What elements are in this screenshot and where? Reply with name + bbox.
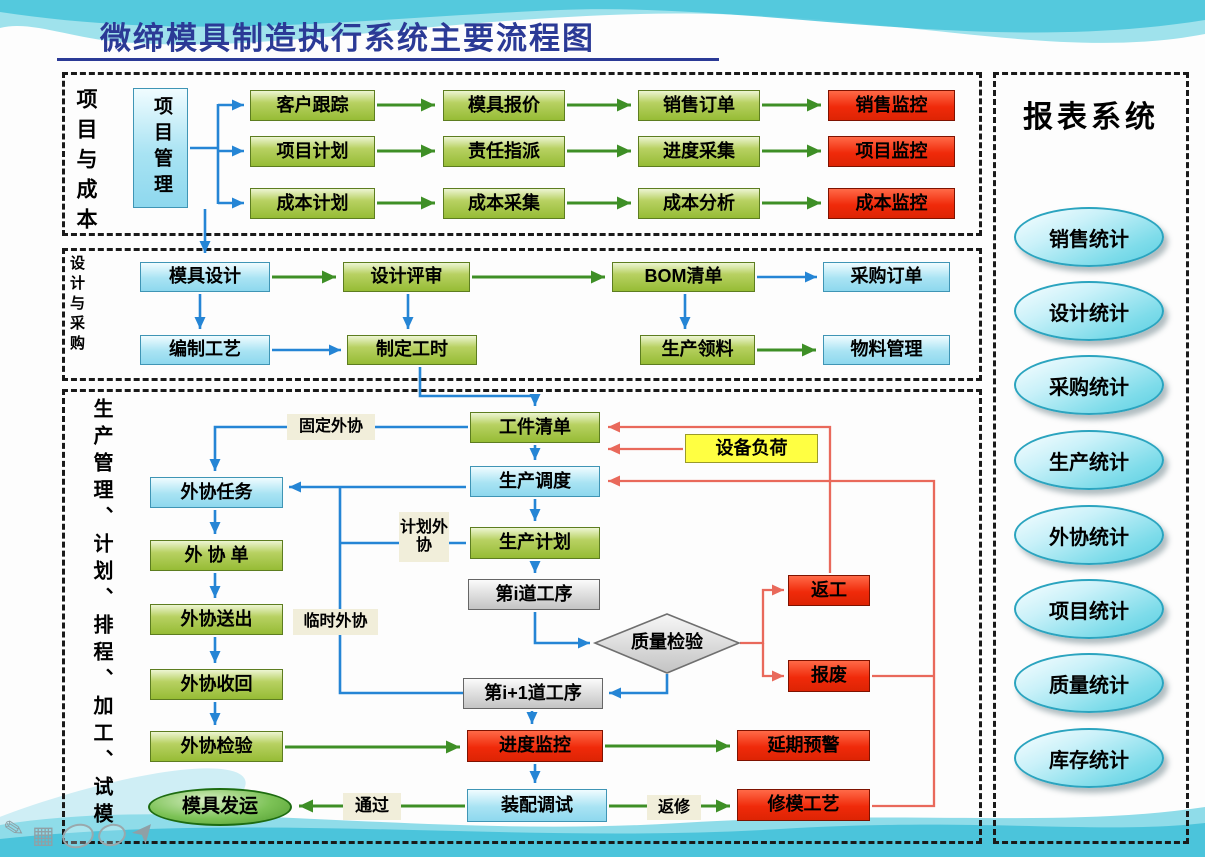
node-cost-collect: 成本采集 [443, 188, 565, 219]
node-outsource-return: 外协收回 [150, 669, 283, 700]
node-customer-tracking: 客户跟踪 [250, 90, 375, 121]
bottom-wave-decoration [0, 768, 1205, 857]
reports-title: 报表系统 [1023, 101, 1159, 134]
node-process-i-plus-1: 第i+1道工序 [463, 678, 603, 709]
page-title: 微缔模具制造执行系统主要流程图 [100, 21, 595, 56]
label-temp-outsource: 临时外协 [293, 609, 378, 635]
node-outsource-task: 外协任务 [150, 477, 283, 508]
report-project-stats: 项目统计 [1014, 579, 1164, 639]
label-fixed-outsource: 固定外协 [287, 414, 375, 440]
label-planned-outsource: 计划外协 [399, 512, 449, 562]
node-production-dispatch: 生产调度 [470, 466, 600, 497]
report-inventory-stats: 库存统计 [1014, 728, 1164, 788]
node-project-plan: 项目计划 [250, 136, 375, 167]
node-process-planning: 编制工艺 [140, 335, 270, 365]
node-outsource-send: 外协送出 [150, 604, 283, 635]
node-rework: 返工 [788, 575, 870, 606]
node-mold-design: 模具设计 [140, 262, 270, 292]
node-production-plan: 生产计划 [470, 527, 600, 559]
node-project-mgmt: 项目管理 [133, 88, 188, 208]
report-design-stats: 设计统计 [1014, 281, 1164, 341]
node-work-hours: 制定工时 [347, 335, 477, 365]
report-sales-stats: 销售统计 [1014, 207, 1164, 267]
label-repair: 返修 [647, 795, 701, 820]
node-responsibility-assign: 责任指派 [443, 136, 565, 167]
report-purchase-stats: 采购统计 [1014, 355, 1164, 415]
node-process-i: 第i道工序 [468, 579, 600, 610]
node-assembly-debug: 装配调试 [467, 789, 607, 822]
node-scrap: 报废 [788, 660, 870, 692]
node-purchase-order: 采购订单 [823, 262, 950, 292]
side-label-project-cost: 项目与成本 [74, 88, 97, 238]
top-wave-decoration [0, 0, 1205, 45]
node-bom-list: BOM清单 [612, 262, 755, 292]
node-mold-repair: 修模工艺 [737, 789, 870, 821]
report-quality-stats: 质量统计 [1014, 653, 1164, 713]
section-reports [993, 72, 1189, 844]
title-underline [57, 58, 719, 61]
node-mold-quote: 模具报价 [443, 90, 565, 121]
node-material-mgmt: 物料管理 [823, 335, 950, 365]
node-cost-plan: 成本计划 [250, 188, 375, 219]
node-outsource-order: 外 协 单 [150, 540, 283, 571]
report-outsource-stats: 外协统计 [1014, 505, 1164, 565]
node-cost-analysis: 成本分析 [638, 188, 760, 219]
side-label-production: 生产管理、计划、排程、加工、试模 [90, 398, 112, 830]
label-pass: 通过 [343, 793, 401, 820]
node-sales-order: 销售订单 [638, 90, 760, 121]
node-sales-monitor: 销售监控 [828, 90, 955, 121]
node-delay-warning: 延期预警 [737, 730, 870, 761]
node-progress-monitor: 进度监控 [467, 730, 603, 762]
node-cost-monitor: 成本监控 [828, 188, 955, 219]
section-project-cost [62, 72, 982, 236]
node-production-picking: 生产领料 [640, 335, 755, 365]
node-equipment-load: 设备负荷 [685, 434, 818, 463]
node-project-monitor: 项目监控 [828, 136, 955, 167]
node-workpiece-list: 工件清单 [470, 412, 600, 443]
grid-icon[interactable]: ▦ [32, 822, 55, 849]
side-label-design-purchase: 设计与采购 [68, 255, 85, 355]
node-design-review: 设计评审 [343, 262, 470, 292]
node-quality-inspect: 质量检验 [631, 632, 703, 653]
node-progress-collect: 进度采集 [638, 136, 760, 167]
node-mold-shipment: 模具发运 [148, 788, 292, 826]
report-production-stats: 生产统计 [1014, 430, 1164, 490]
node-outsource-inspect: 外协检验 [150, 731, 283, 762]
